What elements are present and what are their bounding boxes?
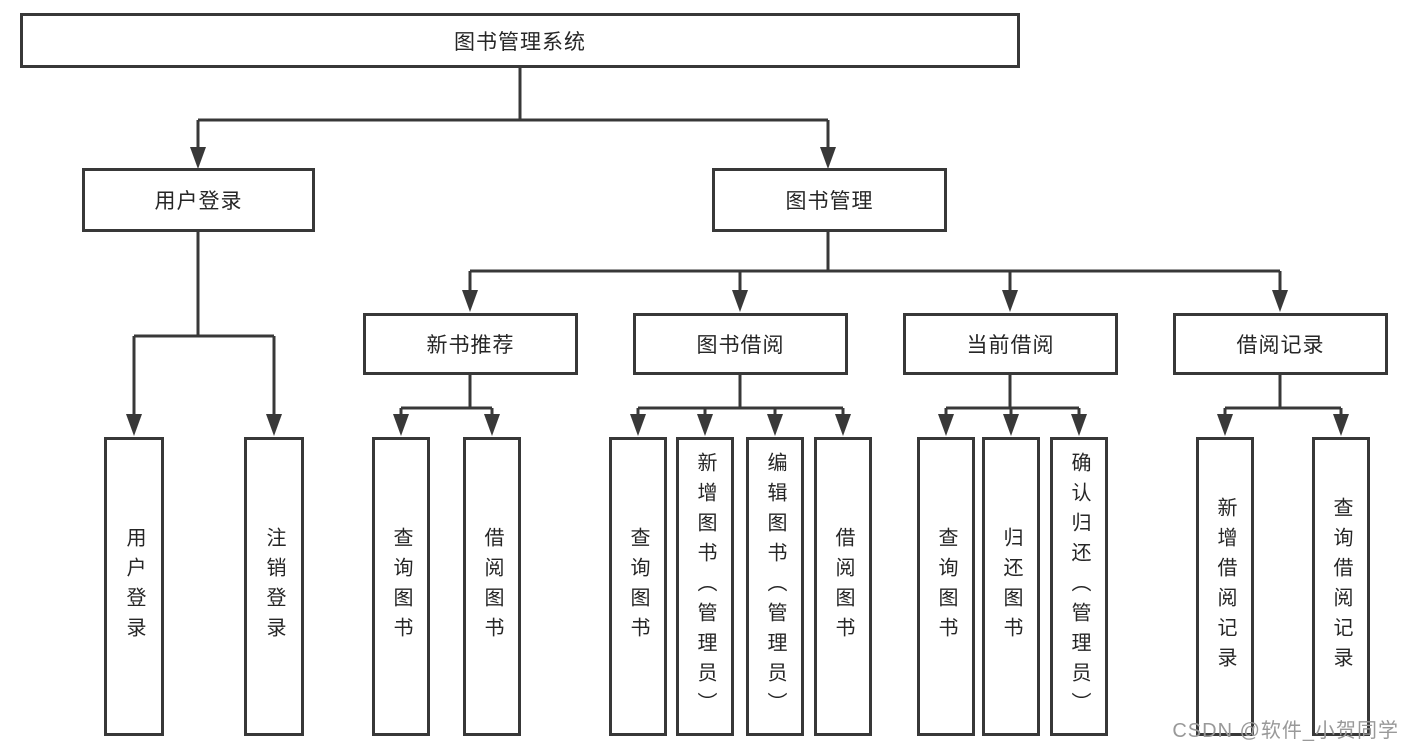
csdn-watermark: CSDN @软件_小贺同学 xyxy=(1172,720,1399,742)
leaf-borrow-query-books-label: 查询图书 xyxy=(627,526,649,647)
leaf-current-query-books-label: 查询图书 xyxy=(935,526,957,647)
leaf-borrow-edit-books-admin: 编辑图书（管理员） xyxy=(746,437,804,736)
node-book-borrow: 图书借阅 xyxy=(633,313,848,375)
leaf-current-confirm-return-admin: 确认归还（管理员） xyxy=(1050,437,1108,736)
node-book-borrow-label: 图书借阅 xyxy=(696,334,785,357)
leaf-current-return-books-label: 归还图书 xyxy=(1000,526,1022,647)
leaf-records-add-record: 新增借阅记录 xyxy=(1196,437,1254,736)
node-current-borrow-label: 当前借阅 xyxy=(966,334,1055,357)
node-borrow-records-label: 借阅记录 xyxy=(1236,334,1325,357)
node-root-label: 图书管理系统 xyxy=(454,30,586,54)
leaf-user-login: 用户登录 xyxy=(104,437,164,736)
node-book-management: 图书管理 xyxy=(712,168,947,232)
leaf-records-add-record-label: 新增借阅记录 xyxy=(1214,496,1236,677)
connector-current-borrow-children xyxy=(938,375,1087,436)
node-user-login: 用户登录 xyxy=(82,168,315,232)
leaf-logout: 注销登录 xyxy=(244,437,304,736)
leaf-logout-label: 注销登录 xyxy=(263,526,285,647)
leaf-records-query-record-label: 查询借阅记录 xyxy=(1330,496,1352,677)
leaf-current-return-books: 归还图书 xyxy=(982,437,1040,736)
leaf-recommend-query-books-label: 查询图书 xyxy=(390,526,412,647)
node-book-management-label: 图书管理 xyxy=(785,190,874,213)
leaf-current-query-books: 查询图书 xyxy=(917,437,975,736)
node-user-login-label: 用户登录 xyxy=(154,190,243,213)
node-new-book-recommend: 新书推荐 xyxy=(363,313,578,375)
connector-root-to-level2 xyxy=(190,67,836,169)
leaf-borrow-edit-books-admin-label: 编辑图书（管理员） xyxy=(764,451,786,722)
connector-user-login-children xyxy=(126,232,282,436)
node-borrow-records: 借阅记录 xyxy=(1173,313,1388,375)
connector-book-management-children xyxy=(462,232,1288,312)
node-root-system: 图书管理系统 xyxy=(20,13,1020,68)
leaf-recommend-borrow-books-label: 借阅图书 xyxy=(481,526,503,647)
leaf-user-login-label: 用户登录 xyxy=(123,526,145,647)
leaf-recommend-query-books: 查询图书 xyxy=(372,437,430,736)
leaf-recommend-borrow-books: 借阅图书 xyxy=(463,437,521,736)
connector-book-borrow-children xyxy=(630,375,851,436)
connector-borrow-records-children xyxy=(1217,375,1349,436)
leaf-borrow-borrow-books-label: 借阅图书 xyxy=(832,526,854,647)
node-current-borrow: 当前借阅 xyxy=(903,313,1118,375)
leaf-borrow-borrow-books: 借阅图书 xyxy=(814,437,872,736)
connector-new-book-recommend-children xyxy=(393,375,500,436)
node-new-book-recommend-label: 新书推荐 xyxy=(426,334,515,357)
leaf-borrow-add-books-admin: 新增图书（管理员） xyxy=(676,437,734,736)
leaf-borrow-query-books: 查询图书 xyxy=(609,437,667,736)
leaf-records-query-record: 查询借阅记录 xyxy=(1312,437,1370,736)
leaf-borrow-add-books-admin-label: 新增图书（管理员） xyxy=(694,451,716,722)
leaf-current-confirm-return-admin-label: 确认归还（管理员） xyxy=(1068,451,1090,722)
